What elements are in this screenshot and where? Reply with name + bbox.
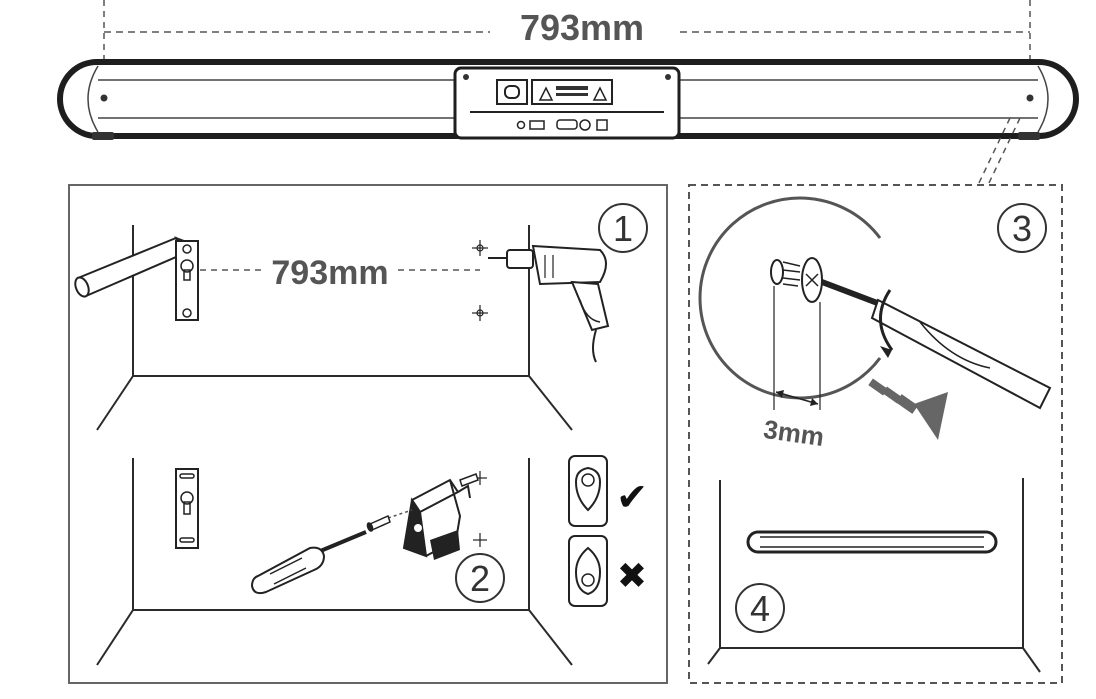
screw-icon [366,514,391,532]
screw-detail [770,257,823,303]
connector-panel [453,66,681,140]
step-2-number: 2 [470,558,490,599]
wall-plate [175,468,199,549]
step-1-scene: 793mm 1 [74,203,648,431]
step-4-number: 4 [750,588,770,629]
left-mount-hole [100,94,108,102]
drill-mark-top [472,240,488,256]
step-4-scene: 4 [707,478,1041,673]
rotation-arrow [879,289,894,351]
step-3-dimension-label: 3mm [762,414,826,452]
wall-bracket-template [175,240,199,321]
mounted-soundbar [746,530,998,554]
step-1-badge [598,203,648,253]
step-3-number: 3 [1012,208,1032,249]
correct-check-icon: ✔ [616,477,648,519]
top-dimension-label: 793mm [520,7,644,48]
step-1-number: 1 [613,208,633,249]
step-4-badge [735,583,785,633]
step-2-badge [455,553,505,603]
keyhole-correct [568,455,608,527]
screw-mark-bottom [473,533,487,547]
step-2-scene: 2 [96,458,573,666]
mounting-bracket [402,478,471,560]
screwdriver-icon [820,279,1052,410]
panel-steps-3-4 [688,184,1063,684]
panel-steps-1-2 [68,184,668,684]
power-socket [496,79,528,105]
step-3-badge [997,203,1047,253]
step-3-scene: 3mm 3 [698,196,1052,452]
zoom-circle [698,196,882,400]
top-dimension: 793mm [103,0,1031,80]
drill-mark-bottom [472,305,488,321]
right-mount-hole [1026,94,1034,102]
pull-direction-arrow [868,378,948,440]
soundbar-rear-view [57,59,1079,140]
drill-icon [488,244,610,363]
screwdriver-icon [250,530,367,595]
step-1-dimension-label: 793mm [271,254,388,292]
keyhole-wrong [568,535,608,607]
wrong-cross-icon: ✖ [617,555,647,596]
wall-plug-icon [459,473,479,487]
